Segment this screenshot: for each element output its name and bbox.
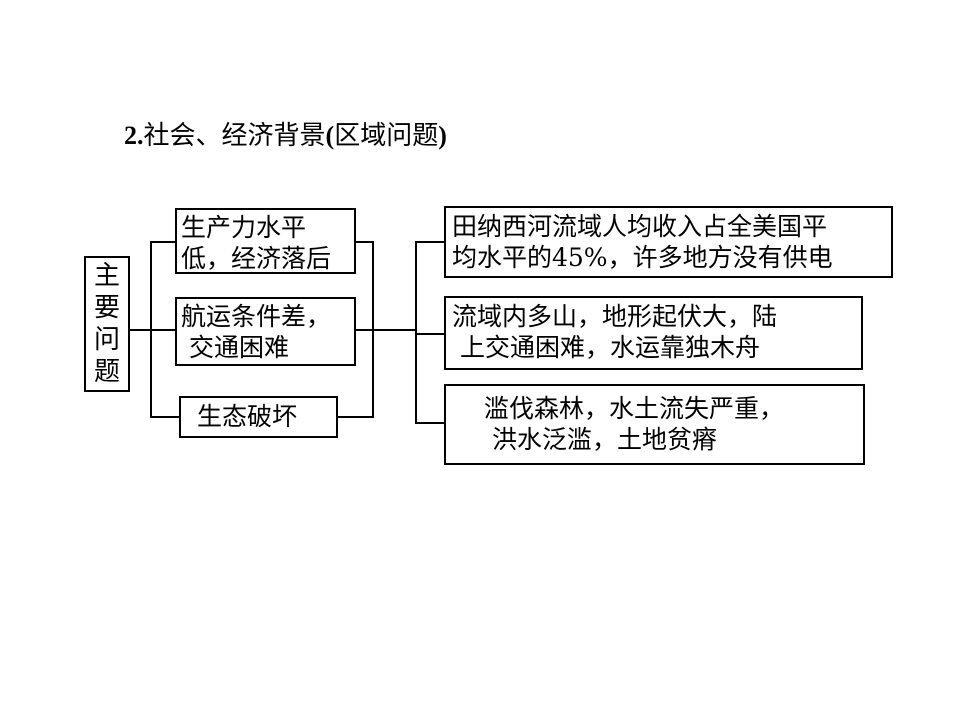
root-char: 问 <box>93 325 120 355</box>
connector-left-to-p2 <box>150 329 175 331</box>
page-title: 2.社会、经济背景(区域问题) <box>124 116 447 156</box>
detail-box-income: 田纳西河流域人均收入占全美国平 均水平的45%，许多地方没有供电 <box>444 206 893 278</box>
title-paren-text: 区域问题 <box>334 121 439 151</box>
problem-box-transport: 航运条件差， 交通困难 <box>175 297 356 366</box>
detail-line: 均水平的45%，许多地方没有供电 <box>452 243 833 272</box>
root-box-main-problems: 主 要 问 题 <box>84 256 130 392</box>
problem-line: 生产力水平 <box>181 213 307 242</box>
connector-right-vertical <box>415 241 417 424</box>
connector-root-h <box>130 329 151 331</box>
detail-line: 流域内多山，地形起伏大，陆 <box>452 302 778 331</box>
problem-line: 低，经济落后 <box>181 244 332 273</box>
problem-line: 航运条件差， <box>181 302 332 331</box>
connector-right-to-c3 <box>415 422 444 424</box>
title-paren-open: ( <box>325 121 335 150</box>
detail-box-terrain: 流域内多山，地形起伏大，陆 上交通困难，水运靠独木舟 <box>444 296 863 370</box>
root-char: 主 <box>93 261 120 291</box>
connector-middle-vertical <box>372 241 374 418</box>
detail-box-deforestation: 滥伐森林，水土流失严重， 洪水泛滥，土地贫瘠 <box>444 384 865 465</box>
problem-line: 生态破坏 <box>197 402 298 431</box>
connector-right-to-c1 <box>415 241 444 243</box>
problem-box-productivity: 生产力水平 低，经济落后 <box>175 208 356 274</box>
connector-p2-to-right <box>356 329 417 331</box>
connector-p1-to-right <box>356 241 374 243</box>
title-paren-close: ) <box>438 121 447 150</box>
detail-line: 滥伐森林，水土流失严重， <box>484 394 785 423</box>
detail-line: 上交通困难，水运靠独木舟 <box>452 333 760 362</box>
root-char: 题 <box>93 357 120 387</box>
root-char: 要 <box>93 293 120 323</box>
detail-line: 洪水泛滥，土地贫瘠 <box>484 425 717 454</box>
connector-right-to-c2 <box>415 333 444 335</box>
detail-line: 田纳西河流域人均收入占全美国平 <box>452 212 828 241</box>
connector-left-to-p1 <box>150 241 175 243</box>
connector-p3-to-right <box>338 416 374 418</box>
title-text: 社会、经济背景 <box>143 121 326 151</box>
title-number: 2. <box>124 121 144 150</box>
problem-box-ecology: 生态破坏 <box>179 396 338 438</box>
connector-left-to-p3 <box>150 416 179 418</box>
problem-line: 交通困难 <box>181 333 289 362</box>
